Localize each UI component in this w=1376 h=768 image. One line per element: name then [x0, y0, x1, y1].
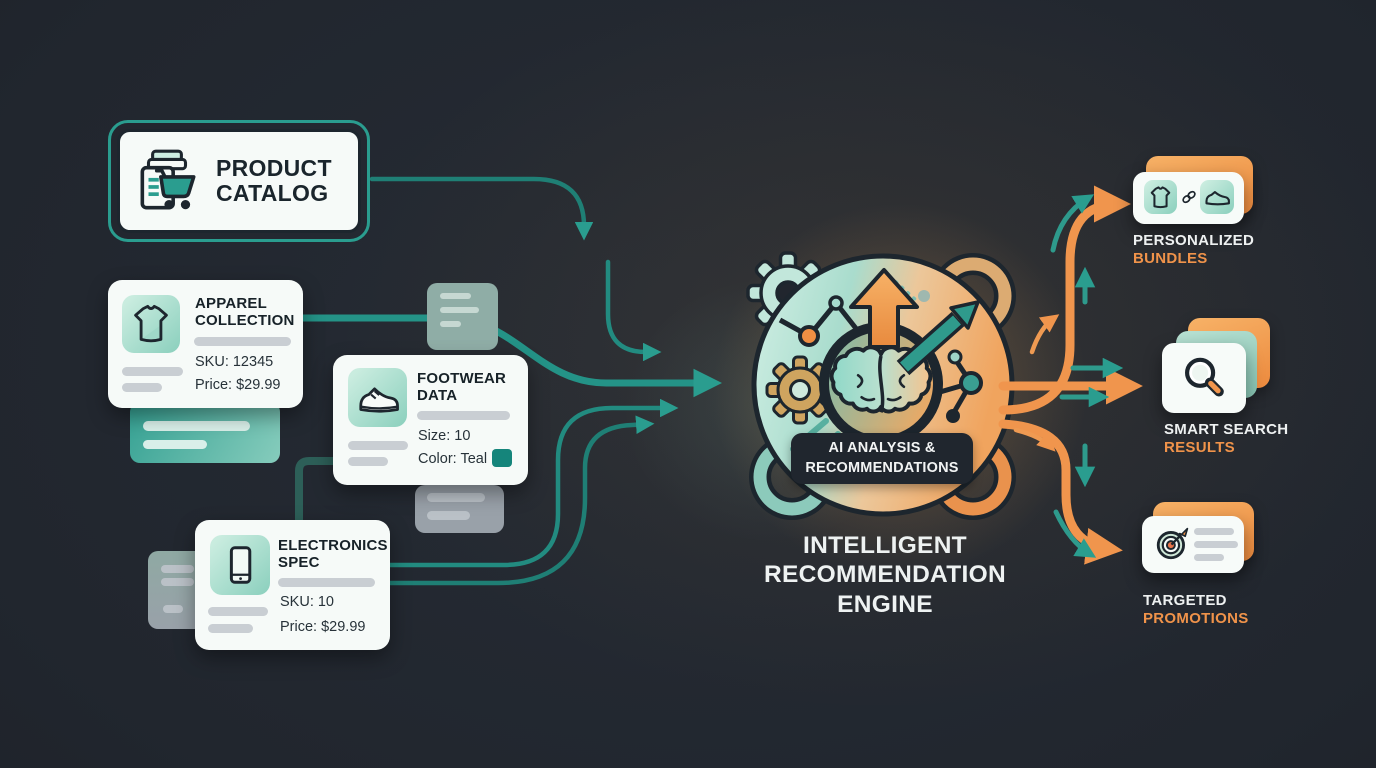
- placeholder-bar: [161, 565, 194, 573]
- dotted-link: [894, 280, 920, 304]
- link-icon: [1182, 190, 1196, 204]
- engine-title: INTELLIGENT RECOMMENDATION ENGINE: [764, 532, 1006, 618]
- promotions-card: [1142, 516, 1244, 573]
- footwear-size: Size: 10: [418, 428, 471, 444]
- catalog-title: PRODUCT CATALOG: [216, 155, 332, 206]
- network-left-icon: [778, 295, 860, 347]
- apparel-price: Price: $29.99: [195, 377, 281, 393]
- connector-footwear-electronics: [295, 457, 337, 525]
- placeholder-bar: [1194, 554, 1224, 561]
- engine-badge: AI ANALYSIS & RECOMMENDATIONS: [791, 433, 973, 484]
- gear-left-icon: [765, 355, 835, 425]
- arrow-catalog-down: [369, 176, 594, 241]
- electronics-title: ELECTRONICS SPEC: [278, 537, 388, 572]
- placeholder-bar: [348, 441, 408, 450]
- bundles-label-line1: PERSONALIZED: [1133, 232, 1255, 249]
- placeholder-bar: [348, 457, 388, 466]
- apparel-sku: SKU: 12345: [195, 354, 274, 370]
- placeholder-bar: [427, 493, 485, 502]
- promotions-label-line1: TARGETED: [1143, 592, 1227, 609]
- arrow-electronics-inner: [387, 398, 679, 568]
- product-catalog-inner: PRODUCT CATALOG: [117, 129, 361, 233]
- arrow-accent-3: [1029, 314, 1060, 355]
- footwear-title: FOOTWEAR DATA: [417, 370, 507, 405]
- search-label-line1: SMART SEARCH: [1164, 421, 1289, 438]
- search-label-line2: RESULTS: [1164, 439, 1235, 456]
- placeholder-bar: [208, 607, 268, 616]
- phone-icon: [210, 535, 270, 595]
- sneaker-icon: [348, 368, 407, 427]
- placeholder-bar: [143, 421, 250, 431]
- output-arrows: [998, 185, 1143, 565]
- placeholder-bar: [208, 624, 253, 633]
- arrow-accent-1: [1050, 194, 1095, 253]
- arrow-accent-6: [1013, 427, 1056, 452]
- apparel-title: APPAREL COLLECTION: [195, 295, 295, 330]
- footwear-color: Color: Teal: [418, 451, 488, 467]
- placeholder-bar: [122, 383, 162, 392]
- placeholder-bar: [440, 307, 479, 313]
- placeholder-bar: [143, 440, 207, 449]
- placeholder-bar: [1194, 528, 1234, 535]
- placeholder-bar: [278, 578, 375, 587]
- placeholder-bar: [417, 411, 510, 420]
- bundle-sneaker-icon: [1200, 180, 1234, 214]
- up-arrow-icon: [849, 268, 919, 349]
- placeholder-bar: [440, 321, 461, 327]
- apparel-card: APPAREL COLLECTION SKU: 12345 Price: $29…: [108, 280, 303, 408]
- placeholder-bar: [427, 511, 470, 520]
- bundles-label-line2: BUNDLES: [1133, 250, 1208, 267]
- footwear-backing-top: [427, 283, 498, 350]
- electronics-card: ELECTRONICS SPEC SKU: 10 Price: $29.99: [195, 520, 390, 650]
- arrow-to-bundles: [998, 185, 1131, 415]
- electronics-price: Price: $29.99: [280, 619, 366, 635]
- footwear-card: FOOTWEAR DATA Size: 10 Color: Teal: [333, 355, 528, 485]
- arrow-accent-8: [1053, 509, 1097, 558]
- placeholder-bar: [161, 578, 194, 586]
- footwear-backing-bottom: [415, 485, 504, 533]
- product-catalog-box: PRODUCT CATALOG: [108, 120, 370, 242]
- placeholder-bar: [194, 337, 291, 346]
- network-right-icon: [939, 349, 983, 423]
- arrow-mid-to-engine: [605, 259, 662, 362]
- placeholder-bar: [122, 367, 183, 376]
- bundles-card: [1133, 172, 1244, 224]
- trend-arrow-icon: [896, 300, 980, 376]
- arrow-to-promotions: [998, 419, 1123, 565]
- placeholder-bar: [163, 605, 183, 613]
- catalog-cart-icon: [140, 149, 196, 210]
- placeholder-bar: [1194, 541, 1238, 548]
- arrow-electronics-outer: [387, 415, 655, 586]
- placeholder-bar: [440, 293, 471, 299]
- magnifier-icon: [1185, 357, 1224, 397]
- teal-color-swatch: [492, 449, 512, 467]
- bundle-tshirt-icon: [1144, 180, 1177, 214]
- promotions-label-line2: PROMOTIONS: [1143, 610, 1249, 627]
- dot-node: [918, 290, 930, 302]
- target-icon: [1156, 527, 1189, 560]
- electronics-sku: SKU: 10: [280, 594, 334, 610]
- apparel-backing-card: [130, 402, 280, 463]
- tshirt-icon: [122, 295, 180, 353]
- search-card: [1162, 343, 1246, 413]
